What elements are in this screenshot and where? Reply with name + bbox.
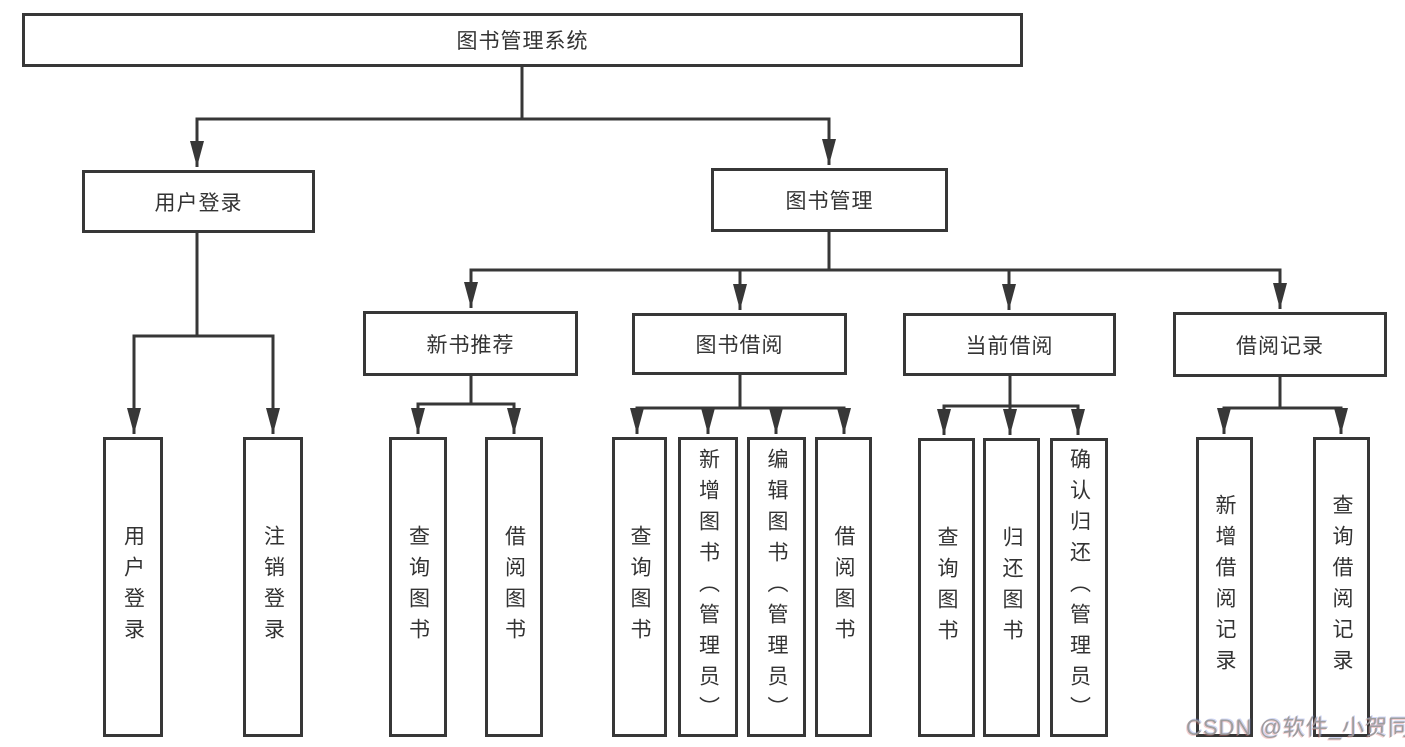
leaf-logout: 注销登录	[243, 437, 303, 737]
leaf-label: 新增借阅记录	[1213, 494, 1236, 680]
leaf-user-login: 用户登录	[103, 437, 163, 737]
leaf-label: 借阅图书	[502, 525, 526, 649]
leaf-query-books-borrow: 查询图书	[612, 437, 667, 737]
leaf-label: 查询图书	[935, 525, 958, 650]
leaf-label: 查询借阅记录	[1330, 494, 1353, 680]
node-book-borrow: 图书借阅	[632, 313, 847, 375]
node-borrow-records: 借阅记录	[1173, 312, 1387, 377]
node-root-system: 图书管理系统	[22, 13, 1023, 67]
leaf-label: 注销登录	[261, 525, 285, 649]
node-label: 用户登录	[154, 191, 243, 215]
leaf-query-borrow-record: 查询借阅记录	[1313, 437, 1370, 737]
node-label: 图书借阅	[695, 334, 784, 357]
node-label: 新书推荐	[426, 333, 515, 357]
leaf-label: 借阅图书	[832, 525, 855, 649]
leaf-confirm-return-admin: 确认归还（管理员）	[1050, 438, 1108, 737]
leaf-return-books: 归还图书	[983, 438, 1040, 737]
leaf-label: 编辑图书（管理员）	[765, 447, 788, 727]
leaf-borrow-books-recommend: 借阅图书	[485, 437, 543, 737]
node-current-borrow: 当前借阅	[903, 313, 1116, 376]
node-label: 图书管理系统	[456, 30, 589, 53]
leaf-label: 查询图书	[406, 525, 430, 649]
node-new-book-recommend: 新书推荐	[363, 311, 578, 376]
leaf-edit-book-admin: 编辑图书（管理员）	[747, 437, 806, 737]
leaf-label: 查询图书	[628, 525, 651, 649]
leaf-add-book-admin: 新增图书（管理员）	[678, 437, 738, 737]
leaf-add-borrow-record: 新增借阅记录	[1196, 437, 1253, 737]
csdn-watermark: CSDN @软件_小贺同学	[1186, 715, 1405, 740]
leaf-label: 确认归还（管理员）	[1067, 448, 1091, 727]
node-label: 图书管理	[785, 190, 874, 213]
node-label: 借阅记录	[1236, 334, 1324, 358]
node-user-login: 用户登录	[82, 170, 315, 233]
leaf-label: 归还图书	[1000, 525, 1023, 650]
leaf-borrow-books: 借阅图书	[815, 437, 872, 737]
node-label: 当前借阅	[965, 334, 1054, 358]
leaf-label: 用户登录	[121, 525, 145, 649]
leaf-query-books-current: 查询图书	[918, 438, 975, 737]
node-book-management: 图书管理	[711, 168, 948, 232]
leaf-query-books-recommend: 查询图书	[389, 437, 447, 737]
leaf-label: 新增图书（管理员）	[696, 447, 720, 727]
